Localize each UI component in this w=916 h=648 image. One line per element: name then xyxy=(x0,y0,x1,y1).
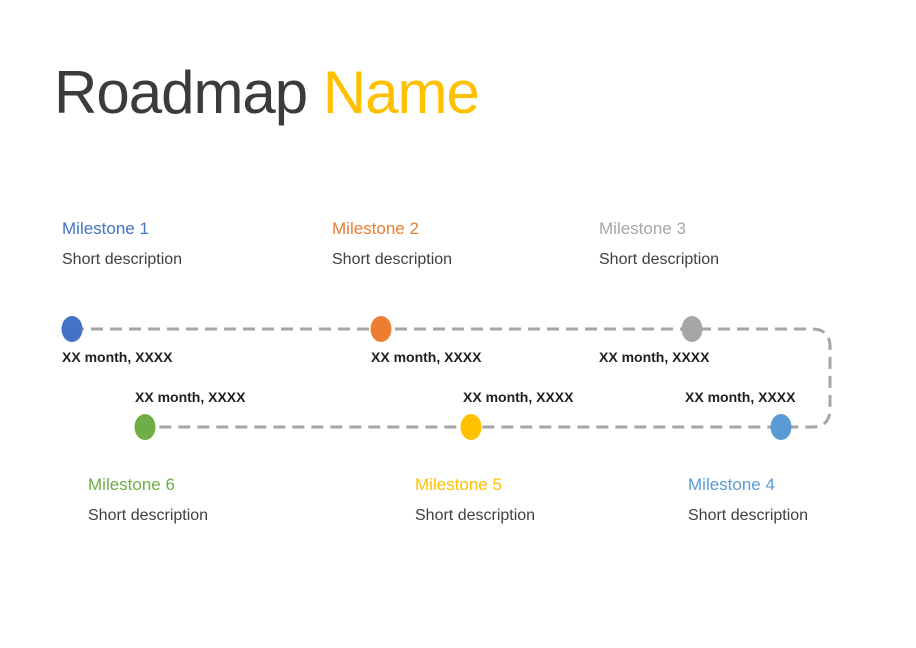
milestone-3-dot[interactable] xyxy=(681,316,703,342)
milestone-6-title: Milestone 6 xyxy=(88,475,175,494)
milestone-1-title: Milestone 1 xyxy=(62,219,149,238)
milestone-2-title: Milestone 2 xyxy=(332,219,419,238)
milestone-5-block: Milestone 5 Short description xyxy=(415,475,535,525)
timeline-dashed-path xyxy=(72,327,832,429)
page-title-prefix: Roadmap xyxy=(54,59,323,126)
milestone-1-block: Milestone 1 Short description xyxy=(62,219,182,269)
milestone-4-block: Milestone 4 Short description xyxy=(688,475,808,525)
milestone-1-description: Short description xyxy=(62,251,183,268)
milestone-2-description: Short description xyxy=(332,251,453,268)
milestone-4-title: Milestone 4 xyxy=(688,475,775,494)
milestone-5-date: XX month, XXXX xyxy=(463,389,574,405)
page-title: Roadmap Name xyxy=(54,58,480,127)
milestone-1-dot[interactable] xyxy=(61,316,83,342)
milestone-4-description: Short description xyxy=(688,507,809,524)
milestone-6-description: Short description xyxy=(88,507,209,524)
milestone-1-date: XX month, XXXX xyxy=(62,349,173,365)
milestone-3-date: XX month, XXXX xyxy=(599,349,710,365)
milestone-3-title: Milestone 3 xyxy=(599,219,686,238)
page-title-accent: Name xyxy=(322,59,480,126)
milestone-2-block: Milestone 2 Short description xyxy=(332,219,452,269)
milestone-6-dot[interactable] xyxy=(134,414,156,440)
milestone-2-dot[interactable] xyxy=(370,316,392,342)
milestone-3-description: Short description xyxy=(599,251,720,268)
milestone-4-date: XX month, XXXX xyxy=(685,389,796,405)
milestone-2-date: XX month, XXXX xyxy=(371,349,482,365)
milestone-5-description: Short description xyxy=(415,507,536,524)
milestone-5-title: Milestone 5 xyxy=(415,475,502,494)
milestone-6-date: XX month, XXXX xyxy=(135,389,246,405)
milestone-6-block: Milestone 6 Short description xyxy=(88,475,208,525)
milestone-3-block: Milestone 3 Short description xyxy=(599,219,719,269)
milestone-4-dot[interactable] xyxy=(770,414,792,440)
milestone-5-dot[interactable] xyxy=(460,414,482,440)
